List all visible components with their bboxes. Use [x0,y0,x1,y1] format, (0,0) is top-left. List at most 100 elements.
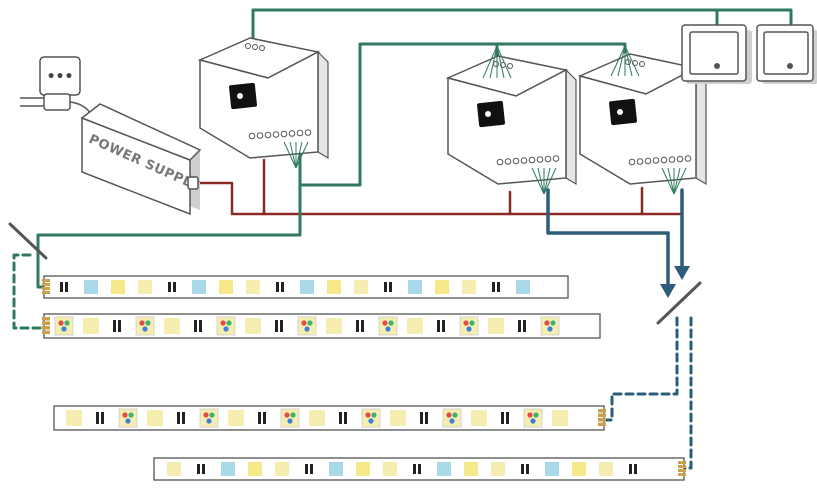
led-chip [435,280,449,294]
data-arrow-2 [674,266,690,280]
controller-logo-icon [477,100,505,128]
resistor [437,320,445,332]
power-supply: POWER SUPPLY [80,103,202,216]
led-chip [488,318,504,334]
control-wire-to-strips [36,146,302,289]
strip-connector [598,409,606,426]
controller-module-3 [577,45,707,195]
led-chip [572,462,586,476]
controller-logo-icon [609,98,637,126]
led-chip [147,410,163,426]
wall-switch-2 [756,24,817,84]
led-chip [552,410,568,426]
rgb-led-icon [378,316,398,336]
resistor [420,412,428,424]
resistor [629,464,637,474]
wall-switch-icon [787,63,793,69]
resistor [177,412,185,424]
resistor [197,464,205,474]
control-wire-dashed-2 [12,253,46,330]
data-wire-dashed-1 [602,316,679,422]
rgb-led-icon [361,408,381,428]
wall-outlet-icon: ••• [39,56,81,96]
led-chip [275,462,289,476]
led-chip [219,280,233,294]
led-chip [383,462,397,476]
led-chip [545,462,559,476]
led-chip [111,280,125,294]
resistor [258,412,266,424]
resistor [305,464,313,474]
led-chip [356,462,370,476]
led-chip [192,280,206,294]
led-chip [326,318,342,334]
led-chip [84,280,98,294]
rgb-led-icon [523,408,543,428]
led-chip [248,462,262,476]
resistor [356,320,364,332]
led-chip [167,462,181,476]
svg-text:•••: ••• [47,69,74,85]
led-chip [390,410,406,426]
bottom-rgb-strip [53,405,606,431]
resistor [113,320,121,332]
rgb-led-icon [280,408,300,428]
led-chip [66,410,82,426]
led-chip [491,462,505,476]
led-chip [309,410,325,426]
led-chip [138,280,152,294]
data-wire-1 [546,188,670,292]
rgb-led-icon [135,316,155,336]
wires [12,8,793,470]
resistor [96,412,104,424]
rgb-led-icon [297,316,317,336]
wall-switch-icon [714,63,720,69]
resistor [501,412,509,424]
led-chip [221,462,235,476]
controller-module-2 [445,45,577,195]
resistor [60,282,68,292]
data-wire-dashed-2 [682,316,693,470]
led-chip [462,280,476,294]
resistor [276,282,284,292]
controller-modules [197,37,707,195]
resistor [339,412,347,424]
rgb-led-icon [216,316,236,336]
rgb-led-icon [54,316,74,336]
resistor [492,282,500,292]
led-chip [437,462,451,476]
resistor [384,282,392,292]
resistor [518,320,526,332]
power-wire-main [196,181,682,216]
strip-connector [678,461,686,476]
controller-logo-icon [229,82,257,110]
controller-module-1 [197,37,329,169]
led-chip [164,318,180,334]
led-chip [408,280,422,294]
rgb-led-icon [459,316,479,336]
led-chip [245,318,261,334]
bottom-white-strip [153,457,686,481]
led-strips [42,275,686,481]
led-chip [407,318,423,334]
resistor [168,282,176,292]
resistor [275,320,283,332]
plug-icon [20,93,93,117]
rgb-led-icon [199,408,219,428]
led-chip [83,318,99,334]
rgb-led-icon [118,408,138,428]
wall-switch-1 [681,24,752,84]
rgb-led-icon [442,408,462,428]
led-chip [464,462,478,476]
led-chip [246,280,260,294]
led-chip [516,280,530,294]
top-rgb-strip [42,313,601,339]
top-white-strip [42,275,569,299]
resistor [521,464,529,474]
control-wire-top [251,8,793,40]
strip-connector [42,279,50,294]
led-chip [329,462,343,476]
led-chip [228,410,244,426]
